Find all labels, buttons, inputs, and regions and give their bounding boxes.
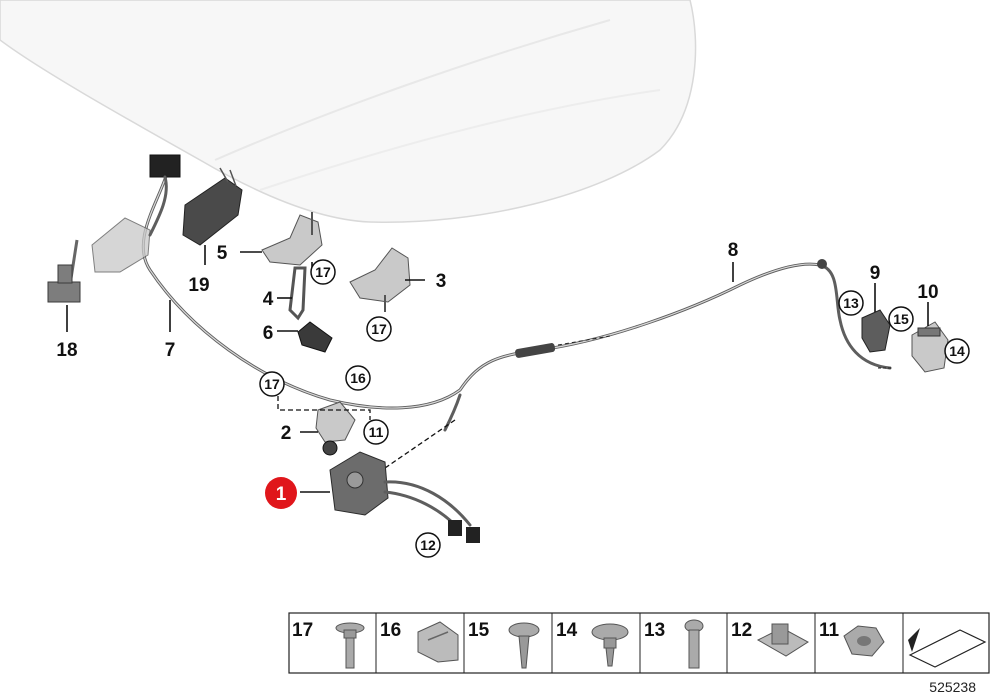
svg-text:14: 14 — [949, 343, 965, 359]
svg-text:13: 13 — [843, 295, 859, 311]
callout-12[interactable]: 12 — [415, 532, 441, 558]
callout-17-lower[interactable]: 17 — [259, 371, 285, 397]
pointer-arrow-icon — [908, 628, 987, 668]
table-label-14[interactable]: 14 — [556, 620, 578, 641]
screw-17-icon — [335, 622, 365, 669]
clip-12-icon — [756, 623, 809, 657]
dashed-reference-lines — [277, 396, 456, 469]
table-label-17[interactable]: 17 — [292, 620, 313, 641]
svg-text:16: 16 — [350, 370, 366, 386]
parts-9-15 — [817, 259, 949, 373]
screw-15-icon — [508, 622, 540, 669]
callout-10[interactable]: 10 — [917, 282, 938, 303]
nut-11-icon — [843, 625, 885, 657]
callout-6[interactable]: 6 — [263, 323, 274, 344]
callout-3[interactable]: 3 — [436, 271, 447, 292]
part-18 — [47, 239, 81, 303]
table-label-16[interactable]: 16 — [380, 620, 401, 641]
callout-2[interactable]: 2 — [281, 423, 292, 444]
callout-13[interactable]: 13 — [838, 290, 864, 316]
svg-text:11: 11 — [369, 424, 384, 440]
svg-text:1: 1 — [276, 484, 287, 505]
callout-17-upper[interactable]: 17 — [310, 259, 336, 285]
screw-14-icon — [591, 623, 629, 667]
svg-text:17: 17 — [264, 376, 280, 392]
leader-lines — [66, 245, 929, 493]
svg-text:17: 17 — [315, 264, 331, 280]
callout-8[interactable]: 8 — [728, 240, 739, 261]
part-6 — [297, 321, 333, 353]
svg-text:15: 15 — [893, 311, 909, 327]
table-label-11[interactable]: 11 — [819, 620, 840, 641]
callout-7[interactable]: 7 — [165, 340, 176, 361]
part-5 — [261, 212, 323, 266]
part-19 — [182, 167, 243, 246]
callout-11[interactable]: 11 — [363, 419, 389, 445]
part-3 — [349, 247, 411, 312]
clip-16-icon — [417, 621, 459, 663]
document-number: 525238 — [929, 679, 976, 695]
part-7 — [91, 154, 181, 273]
bolt-13-icon — [684, 619, 704, 669]
callout-19[interactable]: 19 — [188, 275, 209, 296]
callout-17-right[interactable]: 17 — [366, 316, 392, 342]
svg-text:17: 17 — [371, 321, 387, 337]
callout-18[interactable]: 18 — [56, 340, 77, 361]
callout-1[interactable]: 1 — [265, 477, 297, 509]
table-label-12[interactable]: 12 — [731, 620, 752, 641]
fastener-table: 17 16 15 14 13 12 11 — [288, 612, 990, 674]
callout-4[interactable]: 4 — [263, 289, 274, 310]
hood — [0, 0, 697, 223]
table-label-15[interactable]: 15 — [468, 620, 490, 641]
bowden-cable — [141, 168, 892, 432]
callout-5[interactable]: 5 — [217, 243, 228, 264]
part-2 — [315, 401, 356, 456]
part-4 — [288, 266, 307, 321]
callout-15[interactable]: 15 — [888, 306, 914, 332]
callout-14[interactable]: 14 — [944, 338, 970, 364]
svg-text:12: 12 — [420, 537, 436, 553]
callout-9[interactable]: 9 — [870, 263, 881, 284]
table-label-13[interactable]: 13 — [644, 620, 665, 641]
callout-16[interactable]: 16 — [345, 365, 371, 391]
part-1 — [329, 451, 480, 543]
